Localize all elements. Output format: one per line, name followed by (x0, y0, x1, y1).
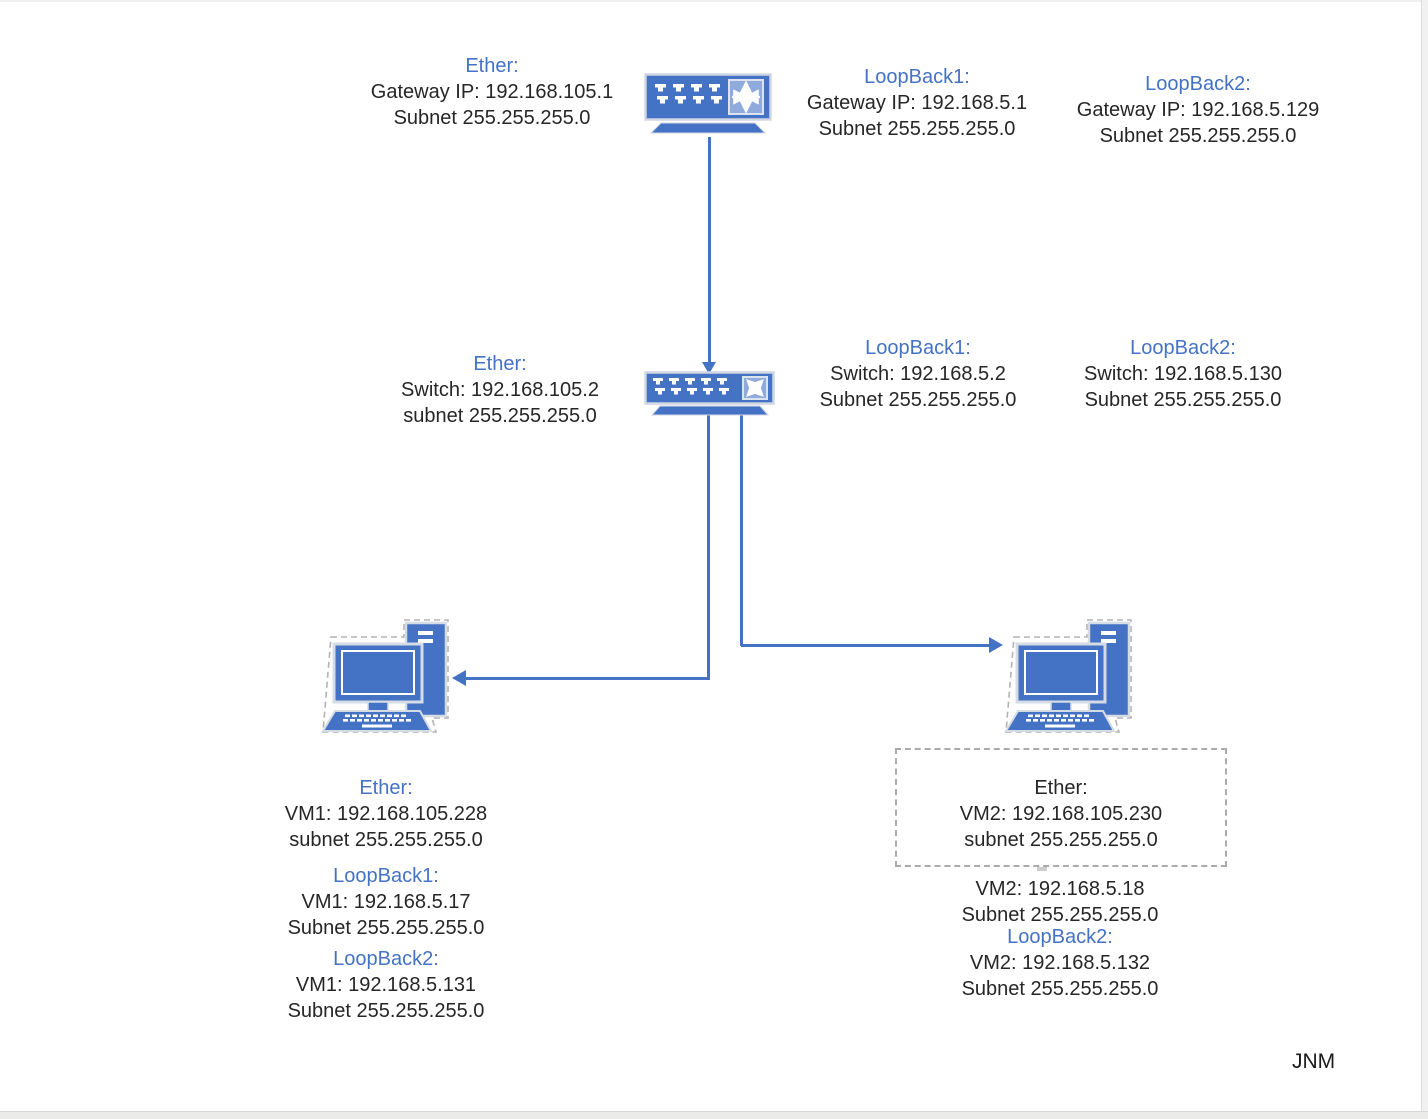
label-line: Subnet 255.255.255.0 (1084, 389, 1282, 411)
page-edge-right (1421, 0, 1428, 1119)
arrowhead-down-icon (702, 362, 716, 374)
label-line: Gateway IP: 192.168.105.1 (370, 81, 614, 103)
label-line: VM1: 192.168.105.228 (284, 803, 488, 825)
label-line: Switch: 192.168.105.2 (401, 379, 599, 401)
label-line: Subnet 255.255.255.0 (393, 107, 591, 129)
label-title: Ether: (359, 777, 413, 799)
label-title: LoopBack1: (865, 337, 971, 359)
label-line: Gateway IP: 192.168.5.1 (806, 92, 1028, 114)
router-loopback2-label[interactable]: LoopBack2: Gateway IP: 192.168.5.129 Sub… (1058, 71, 1338, 149)
switch-icon[interactable] (644, 371, 776, 422)
page-edge-bottom (0, 1111, 1428, 1119)
label-title: LoopBack2: (333, 948, 439, 970)
vm2-loopback1-label[interactable]: VM2: 192.168.5.18 Subnet 255.255.255.0 (920, 876, 1200, 928)
page-edge-top (0, 0, 1428, 2)
label-title: LoopBack1: (864, 66, 970, 88)
label-line: Subnet 255.255.255.0 (287, 1000, 485, 1022)
vm1-ether-label[interactable]: Ether: VM1: 192.168.105.228 subnet 255.2… (246, 775, 526, 853)
vm1-loopback1-label[interactable]: LoopBack1: VM1: 192.168.5.17 Subnet 255.… (246, 863, 526, 941)
selection-handle[interactable] (1037, 867, 1047, 871)
label-line: Subnet 255.255.255.0 (287, 917, 485, 939)
label-line: VM2: 192.168.5.18 (975, 878, 1145, 900)
label-line: Subnet 255.255.255.0 (818, 118, 1016, 140)
label-line: subnet 255.255.255.0 (289, 829, 483, 851)
vm2-loopback2-label[interactable]: LoopBack2: VM2: 192.168.5.132 Subnet 255… (920, 924, 1200, 1002)
router-loopback1-label[interactable]: LoopBack1: Gateway IP: 192.168.5.1 Subne… (777, 64, 1057, 142)
signature: JNM (1292, 1050, 1336, 1073)
vm1-computer-icon[interactable] (320, 618, 450, 740)
label-line: VM1: 192.168.5.131 (295, 974, 477, 996)
label-line: Switch: 192.168.5.130 (1084, 363, 1282, 385)
switch-loopback2-label[interactable]: LoopBack2: Switch: 192.168.5.130 Subnet … (1043, 335, 1323, 413)
label-line: Subnet 255.255.255.0 (819, 389, 1017, 411)
label-line: subnet 255.255.255.0 (403, 405, 597, 427)
label-title: Ether: (465, 55, 519, 77)
arrowhead-left-icon (452, 670, 466, 686)
label-title: LoopBack2: (1130, 337, 1236, 359)
label-line: VM2: 192.168.105.230 (959, 803, 1163, 825)
label-line: VM2: 192.168.5.132 (969, 952, 1151, 974)
label-line: Gateway IP: 192.168.5.129 (1076, 99, 1320, 121)
switch-loopback1-label[interactable]: LoopBack1: Switch: 192.168.5.2 Subnet 25… (778, 335, 1058, 413)
label-line: Switch: 192.168.5.2 (830, 363, 1006, 385)
connector-router-switch (708, 137, 711, 364)
label-line: Subnet 255.255.255.0 (961, 978, 1159, 1000)
label-line: Subnet 255.255.255.0 (1099, 125, 1297, 147)
label-title: LoopBack2: (1007, 926, 1113, 948)
label-title: Ether: (473, 353, 527, 375)
label-title: Ether: (1034, 777, 1088, 799)
vm2-ether-selection-box[interactable]: Ether: VM2: 192.168.105.230 subnet 255.2… (895, 748, 1227, 867)
switch-ether-label[interactable]: Ether: Switch: 192.168.105.2 subnet 255.… (360, 351, 640, 429)
router-ether-label[interactable]: Ether: Gateway IP: 192.168.105.1 Subnet … (352, 53, 632, 131)
label-title: LoopBack2: (1145, 73, 1251, 95)
connector-switch-vm2-horizontal (741, 644, 990, 647)
label-title: LoopBack1: (333, 865, 439, 887)
router-icon[interactable] (644, 73, 774, 142)
label-line: subnet 255.255.255.0 (964, 829, 1158, 851)
connector-switch-vm1-vertical (707, 415, 710, 679)
label-line: VM1: 192.168.5.17 (301, 891, 471, 913)
connector-switch-vm2-vertical (740, 415, 743, 646)
arrowhead-right-icon (989, 637, 1003, 653)
vm1-loopback2-label[interactable]: LoopBack2: VM1: 192.168.5.131 Subnet 255… (246, 946, 526, 1024)
connector-switch-vm1-horizontal (464, 677, 710, 680)
vm2-computer-icon[interactable] (1003, 618, 1133, 740)
label-line: Subnet 255.255.255.0 (961, 904, 1159, 926)
